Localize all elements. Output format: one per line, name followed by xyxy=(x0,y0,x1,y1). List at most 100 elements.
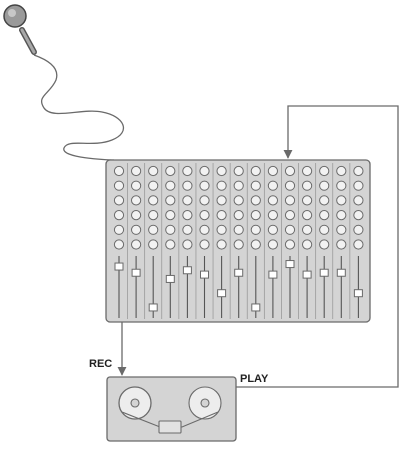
channel-knob xyxy=(148,180,159,191)
channel-knob xyxy=(182,180,193,191)
channel-knob xyxy=(319,195,330,206)
channel-knob xyxy=(250,210,261,221)
channel-knob xyxy=(165,195,176,206)
channel-knob xyxy=(302,239,313,250)
channel-knob xyxy=(284,239,296,250)
channel-fader xyxy=(148,303,158,312)
channel-knob xyxy=(353,195,364,206)
rec-label: REC xyxy=(89,358,112,370)
channel-knob xyxy=(336,239,347,250)
channel-knob xyxy=(353,239,364,250)
channel-fader xyxy=(336,268,346,277)
channel-knob xyxy=(113,239,125,250)
channel-knob xyxy=(216,210,227,221)
channel-fader xyxy=(268,270,278,279)
channel-knob xyxy=(216,224,227,235)
channel-fader xyxy=(251,303,261,312)
channel-knob xyxy=(353,165,364,177)
channel-fader xyxy=(353,289,363,298)
channel-knob xyxy=(267,239,278,250)
channel-knob xyxy=(336,224,347,235)
channel-knob xyxy=(233,224,244,235)
channel-knob xyxy=(233,195,244,206)
channel-knob xyxy=(216,180,227,191)
channel-knob xyxy=(199,165,210,177)
channel-knob xyxy=(250,224,261,235)
tape-head xyxy=(158,420,182,434)
channel-knob xyxy=(233,180,244,191)
channel-knob xyxy=(199,224,210,235)
channel-knob xyxy=(199,210,210,221)
channel-knob xyxy=(131,195,142,206)
channel-knob xyxy=(319,224,330,235)
channel-knob xyxy=(302,224,313,235)
channel-knob xyxy=(148,224,159,235)
reel-to-reel-tape-recorder-icon xyxy=(106,376,237,442)
channel-fader xyxy=(182,266,192,275)
channel-fader xyxy=(319,268,329,277)
channel-knob xyxy=(165,239,176,250)
channel-knob xyxy=(319,210,330,221)
channel-knob xyxy=(233,239,244,250)
channel-knob xyxy=(284,195,296,206)
channel-fader xyxy=(217,289,227,298)
channel-knob xyxy=(319,180,330,191)
channel-knob xyxy=(302,165,313,177)
channel-knob xyxy=(319,165,330,177)
channel-knob xyxy=(131,224,142,235)
channel-knob xyxy=(165,210,176,221)
channel-knob xyxy=(250,195,261,206)
channel-knob xyxy=(267,165,278,177)
channel-knob xyxy=(284,180,296,191)
channel-knob xyxy=(199,239,210,250)
channel-knob xyxy=(336,210,347,221)
channel-knob xyxy=(148,239,159,250)
play-label: PLAY xyxy=(240,373,269,385)
channel-knob xyxy=(131,210,142,221)
channel-knob xyxy=(199,195,210,206)
channel-knob xyxy=(131,180,142,191)
channel-knob xyxy=(353,224,364,235)
channel-knob xyxy=(113,195,125,206)
channel-knob xyxy=(353,180,364,191)
channel-knob xyxy=(319,239,330,250)
channel-knob xyxy=(113,224,125,235)
channel-knob xyxy=(267,224,278,235)
channel-knob xyxy=(267,180,278,191)
microphone-icon xyxy=(3,4,37,55)
channel-knob xyxy=(267,195,278,206)
channel-knob xyxy=(216,165,227,177)
microphone-cable xyxy=(33,54,125,161)
channel-fader xyxy=(200,270,209,279)
channel-knob xyxy=(182,239,193,250)
channel-fader xyxy=(131,268,141,277)
channel-knob xyxy=(148,195,159,206)
play-signal-line xyxy=(236,105,399,388)
channel-knob xyxy=(250,165,261,177)
channel-knob xyxy=(131,165,142,177)
channel-knob xyxy=(165,224,176,235)
channel-knob xyxy=(148,165,159,177)
channel-knob xyxy=(267,210,278,221)
channel-fader xyxy=(114,262,124,271)
mixing-console-icon xyxy=(105,159,371,323)
channel-knob xyxy=(165,165,176,177)
channel-fader xyxy=(234,268,244,277)
channel-fader xyxy=(165,274,175,283)
channel-knob xyxy=(113,165,125,177)
channel-knob xyxy=(302,210,313,221)
channel-knob xyxy=(216,195,227,206)
channel-knob xyxy=(182,224,193,235)
channel-knob xyxy=(182,165,193,177)
channel-knob xyxy=(284,224,296,235)
channel-knob xyxy=(216,239,227,250)
channel-knob xyxy=(302,195,313,206)
channel-knob xyxy=(284,210,296,221)
channel-knob xyxy=(302,180,313,191)
channel-knob xyxy=(233,210,244,221)
channel-knob xyxy=(148,210,159,221)
channel-fader xyxy=(285,260,295,269)
channel-knob xyxy=(131,239,142,250)
channel-knob xyxy=(250,180,261,191)
